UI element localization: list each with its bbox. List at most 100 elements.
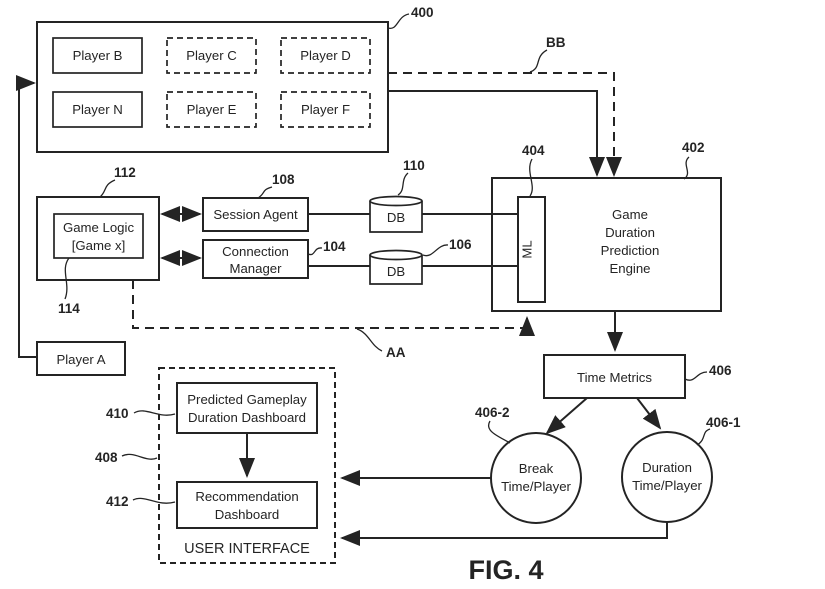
- ref-402-leader: [683, 156, 690, 180]
- db-bottom-group: DB 106: [369, 237, 472, 285]
- db-top-body: [369, 201, 423, 233]
- time-metrics-to-duration-arrow: [636, 397, 662, 430]
- player-b-box: [52, 37, 143, 74]
- bb-flow-group: BB: [388, 35, 622, 177]
- time-metrics-to-break-arrow: [545, 397, 588, 435]
- player-e-label: Player E: [187, 102, 237, 117]
- ref-104: 104: [323, 239, 346, 254]
- ref-400-leader: [387, 13, 410, 29]
- time-metrics-label: Time Metrics: [577, 370, 652, 385]
- ref-110-leader: [397, 172, 409, 196]
- player-a-label: Player A: [56, 352, 105, 367]
- break-line1: Break: [519, 461, 554, 476]
- user-interface-title: USER INTERFACE: [184, 541, 310, 557]
- session-agent-label: Session Agent: [213, 207, 298, 222]
- db-top-ellipse: [369, 195, 423, 207]
- player-pool-group: Player B Player C Player D Player N Play…: [36, 5, 434, 153]
- engine-box: [491, 177, 722, 312]
- bb-label: BB: [546, 35, 566, 50]
- connection-manager-box: [202, 239, 309, 279]
- ref-112-leader: [99, 179, 116, 198]
- engine-line4: Engine: [609, 261, 650, 276]
- db-bottom-body: [369, 255, 423, 285]
- player-f-box: [280, 91, 371, 128]
- figure-caption: FIG. 4: [468, 555, 543, 585]
- pool-to-engine-arrow: [388, 90, 605, 177]
- ref-406-2-leader: [487, 420, 511, 444]
- ref-114-leader: [64, 257, 70, 300]
- ref-412: 412: [106, 494, 129, 509]
- ref-112: 112: [114, 165, 136, 180]
- ref-402: 402: [682, 140, 705, 155]
- game-logic-inner-box: [53, 213, 144, 259]
- engine-line1: Game: [612, 207, 648, 222]
- ref-406: 406: [709, 363, 732, 378]
- predicted-dashboard-box: [176, 382, 318, 434]
- bb-leader: [529, 49, 548, 73]
- session-agent-group: Session Agent 108: [202, 172, 309, 232]
- player-a-to-pool-arrow: [16, 75, 37, 358]
- aa-dashed-arrow: [132, 280, 535, 336]
- ref-406-1: 406-1: [706, 415, 741, 430]
- duration-to-ui-arrow: [340, 522, 668, 546]
- ref-406-leader: [684, 371, 708, 381]
- ml-label: ML: [520, 240, 535, 258]
- engine-line2: Duration: [605, 225, 655, 240]
- predicted-dashboard-line2: Duration Dashboard: [188, 410, 306, 425]
- recommendation-dashboard-line2: Dashboard: [215, 507, 280, 522]
- aa-label: AA: [386, 345, 406, 360]
- ref-410: 410: [106, 406, 129, 421]
- player-a-box: [36, 341, 126, 376]
- player-e-box: [166, 91, 257, 128]
- db-bottom-ellipse: [369, 249, 423, 261]
- time-metrics-box: [543, 354, 686, 399]
- ref-406-2: 406-2: [475, 405, 510, 420]
- duration-circle: [621, 431, 713, 523]
- game-logic-outer-box: [36, 196, 160, 281]
- engine-line3: Prediction: [601, 243, 660, 258]
- ref-400: 400: [411, 5, 434, 20]
- ref-408: 408: [95, 450, 118, 465]
- game-logic-group: Game Logic [Game x] 112 114: [36, 165, 160, 316]
- player-b-label: Player B: [73, 48, 123, 63]
- break-line2: Time/Player: [501, 479, 571, 494]
- player-a-group: Player A: [36, 341, 126, 376]
- break-circle: [490, 432, 582, 524]
- player-c-label: Player C: [186, 48, 237, 63]
- db-top-group: DB 110: [369, 158, 425, 233]
- ref-410-leader: [133, 410, 176, 416]
- ml-box: [517, 196, 546, 303]
- connection-manager-line1: Connection: [222, 244, 289, 259]
- user-interface-group: Predicted Gameplay Duration Dashboard Re…: [95, 367, 336, 564]
- duration-line1: Duration: [642, 460, 692, 475]
- player-n-box: [52, 91, 143, 128]
- connection-manager-line2: Manager: [229, 261, 282, 276]
- game-logic-line1: Game Logic: [63, 220, 135, 235]
- user-interface-box: [158, 367, 336, 564]
- duration-line2: Time/Player: [632, 478, 702, 493]
- ref-106-leader: [422, 244, 449, 257]
- ref-108: 108: [272, 172, 295, 187]
- predicted-dashboard-line1: Predicted Gameplay: [187, 392, 307, 407]
- ref-404-leader: [529, 158, 533, 197]
- player-pool-box: [36, 21, 389, 153]
- db-top-label: DB: [387, 210, 406, 225]
- time-metrics-group: Time Metrics 406: [543, 354, 732, 399]
- ref-104-leader: [307, 247, 323, 256]
- db-bottom-label: DB: [387, 264, 406, 279]
- game-logic-line2: [Game x]: [72, 238, 126, 253]
- ref-110: 110: [403, 158, 425, 173]
- player-f-label: Player F: [301, 102, 350, 117]
- ref-404: 404: [522, 143, 545, 158]
- player-c-box: [166, 37, 257, 74]
- ref-106: 106: [449, 237, 472, 252]
- player-n-label: Player N: [72, 102, 123, 117]
- engine-group: ML Game Duration Prediction Engine 402 4…: [491, 140, 722, 312]
- recommendation-dashboard-box: [176, 481, 318, 529]
- connection-manager-group: Connection Manager 104: [202, 239, 346, 279]
- ref-412-leader: [132, 497, 176, 504]
- recommendation-dashboard-line1: Recommendation: [195, 489, 298, 504]
- aa-flow-group: AA: [132, 280, 535, 360]
